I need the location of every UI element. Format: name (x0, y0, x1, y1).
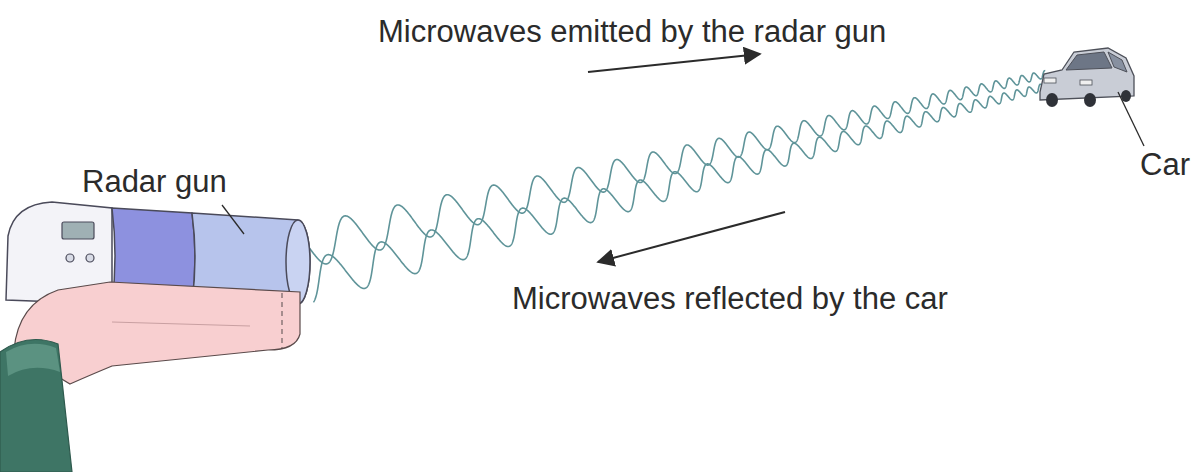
microwave-group (308, 71, 1049, 303)
leader-line (222, 205, 244, 234)
car-window (1066, 52, 1112, 70)
finger-crease (112, 322, 250, 326)
car-wheel (1046, 93, 1058, 107)
car-headlight (1080, 80, 1092, 85)
direction-arrow (588, 54, 760, 72)
leader-line (1118, 92, 1144, 146)
direction-label: Microwaves emitted by the radar gun (378, 13, 886, 50)
microwave (313, 84, 1048, 302)
car-wheel (1084, 93, 1096, 107)
direction-label: Microwaves reflected by the car (512, 280, 948, 317)
car-illustration (1040, 48, 1134, 107)
part-label: Car (1140, 146, 1190, 183)
direction-arrow (598, 212, 785, 262)
gun-display (62, 222, 94, 239)
gun-button (86, 254, 94, 262)
sleeve (0, 340, 72, 472)
car-headlight (1044, 78, 1056, 83)
finger-outline (281, 293, 282, 348)
sleeve-cuff (6, 344, 60, 376)
part-label: Radar gun (82, 163, 227, 200)
car-body (1040, 48, 1134, 100)
gun-button (66, 254, 74, 262)
microwave (308, 71, 1045, 264)
car-window (1108, 52, 1127, 72)
